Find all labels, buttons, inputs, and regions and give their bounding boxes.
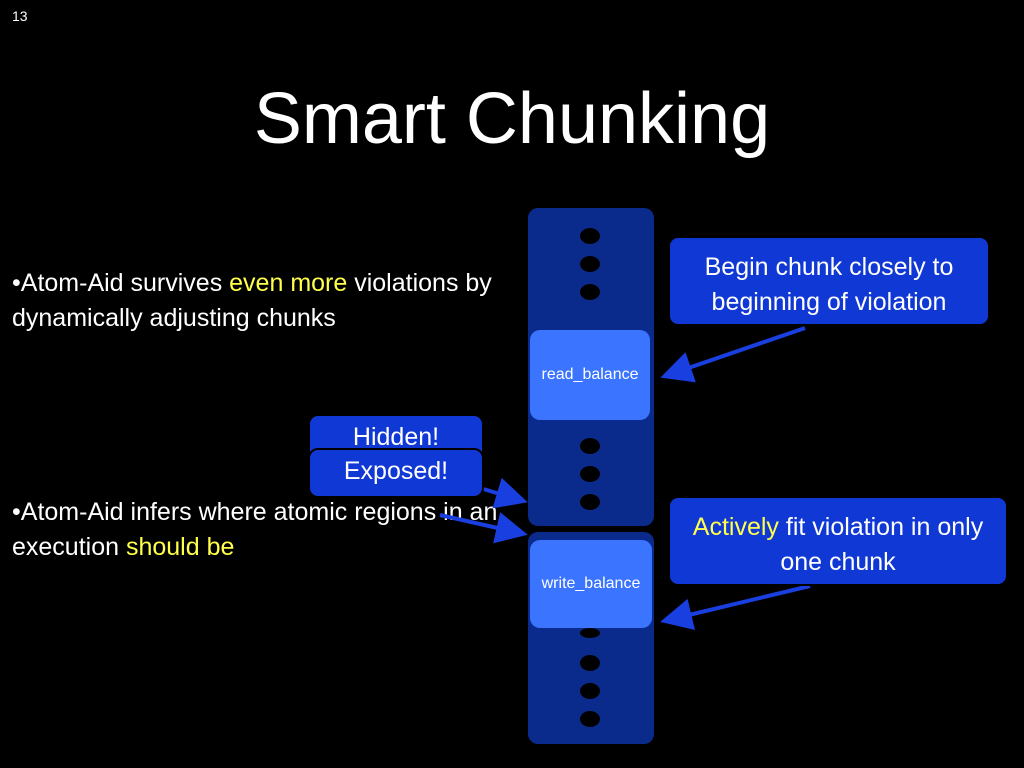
bullet-1: •Atom-Aid survives even more violations … <box>12 266 512 336</box>
bullet-2-marker: • <box>12 498 21 526</box>
dot <box>580 494 600 510</box>
dot <box>580 284 600 300</box>
callout-begin-chunk-text: Begin chunk closely to beginning of viol… <box>704 253 954 316</box>
callout-begin-chunk: Begin chunk closely to beginning of viol… <box>668 236 990 326</box>
dot <box>580 683 600 699</box>
arrow-actively <box>660 584 811 630</box>
callout-exposed-text: Exposed! <box>343 457 449 485</box>
callout-hidden-text: Hidden! <box>352 423 440 451</box>
bullet-2-highlight: should be <box>125 533 235 561</box>
dot <box>580 256 600 272</box>
dot <box>580 628 600 638</box>
bullet-1-marker: • <box>12 269 21 297</box>
dot <box>580 655 600 671</box>
bullet-1-text-a: Atom-Aid survives <box>20 269 230 297</box>
dot <box>580 228 600 244</box>
callout-actively-text: fit violation in only one chunk <box>778 513 984 576</box>
arrow-exposed <box>439 512 528 544</box>
write-balance-box: write_balance <box>530 540 652 628</box>
dot <box>580 711 600 727</box>
bullet-2-text-a: Atom-Aid infers where atomic regions in … <box>12 498 498 561</box>
callout-exposed: Exposed! <box>308 448 484 498</box>
bullet-1-text-b: violations by dynamically adjusting chun… <box>12 269 492 332</box>
bullet-2: •Atom-Aid infers where atomic regions in… <box>12 495 532 565</box>
callout-actively: Actively fit violation in only one chunk <box>668 496 1008 586</box>
dot <box>580 438 600 454</box>
read-balance-box: read_balance <box>530 330 650 420</box>
dot <box>580 466 600 482</box>
bullet-1-highlight: even more <box>229 269 348 297</box>
slide-title: Smart Chunking <box>253 79 771 159</box>
read-balance-label: read_balance <box>541 366 639 383</box>
arrow-begin-chunk <box>660 326 806 383</box>
write-balance-label: write_balance <box>541 575 641 592</box>
callout-actively-highlight: Actively <box>692 513 779 541</box>
slide-number: 13 <box>12 8 28 24</box>
